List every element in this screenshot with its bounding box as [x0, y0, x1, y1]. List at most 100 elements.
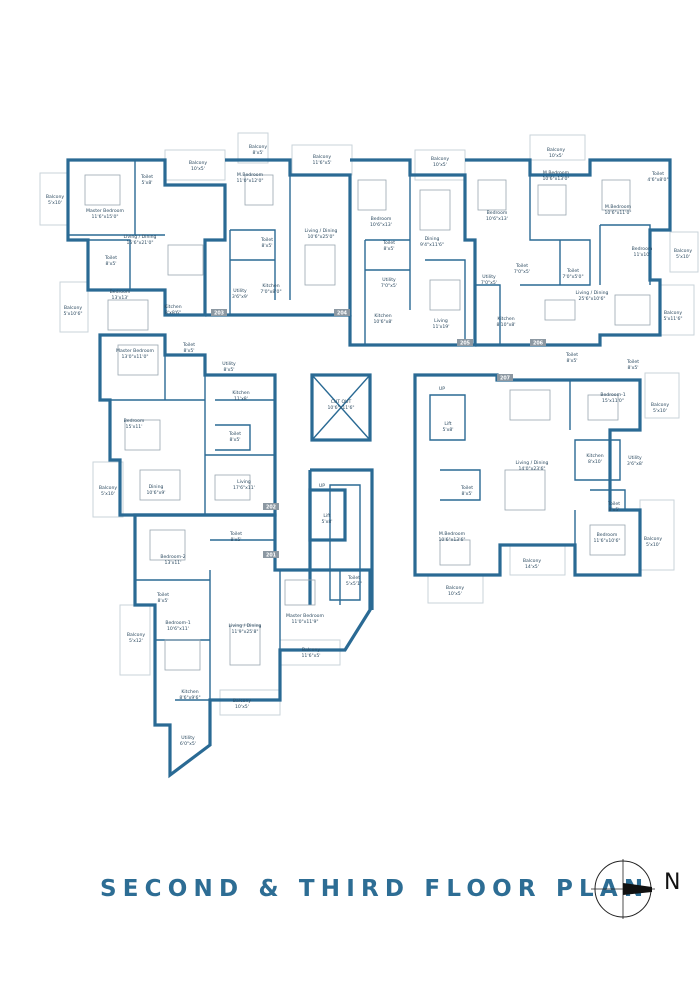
room-name: Toilet [260, 237, 273, 243]
room-dimension: 8'x5' [383, 246, 394, 252]
room-name: Kitchen [262, 283, 279, 289]
room-name: Master Bedroom [286, 613, 324, 619]
room-dimension: 10'x5' [235, 704, 249, 710]
room-dimension: 11'6"x5' [312, 160, 331, 166]
room-name: CUT OUT [331, 399, 352, 405]
room-name: Toilet [104, 255, 117, 261]
room-dimension: 15'x11'0" [602, 398, 624, 404]
room-dimension: 6'0"x5' [180, 741, 196, 747]
room-name: Balcony [523, 558, 541, 564]
room-dimension: 11'6"x5' [301, 653, 320, 659]
room-name: Living / Dining [576, 290, 609, 296]
room-name: Utility [482, 274, 496, 280]
room-name: M.Bedroom [605, 204, 632, 210]
room-dimension: 10'6"x11'6" [327, 405, 354, 411]
room-name: Toilet [182, 342, 195, 348]
room-name: Balcony [651, 402, 669, 408]
room-dimension: 10'6"x9' [146, 490, 165, 496]
room-dimension: 8'x5' [461, 491, 472, 497]
room-name: Kitchen [497, 316, 514, 322]
room-dimension: 7'0"x5' [481, 280, 497, 286]
room-name: Living / Dining [124, 234, 157, 240]
room-dimension: 5'x12' [129, 638, 143, 644]
room-name: Utility [222, 361, 236, 367]
room-dimension: 8'x5' [223, 367, 234, 373]
room-dimension: 8'x5' [230, 537, 241, 543]
room-name: M.Bedroom [543, 170, 570, 176]
room-dimension: 11'6"x10'6" [593, 538, 620, 544]
room-name: Kitchen [164, 304, 181, 310]
room-name: Bedroom [110, 289, 131, 295]
room-name: Living / Dining [305, 228, 338, 234]
room-name: Bedroom [124, 418, 145, 424]
room-dimension: 5'x8' [442, 427, 453, 433]
room-dimension: 5'x10'6" [63, 311, 82, 317]
room-dimension: 13'x11' [165, 560, 182, 566]
room-dimension: 8'x5' [157, 598, 168, 604]
unit-tag: 204 [334, 309, 350, 317]
room-name: Balcony [302, 647, 320, 653]
room-name: Balcony [189, 160, 207, 166]
floor-plan: 203 204 205 206 207 202 201 UP UP Balcon… [39, 132, 699, 779]
room-dimension: 10'x5' [448, 591, 462, 597]
room-dimension: 15'6"x21'0" [126, 240, 153, 246]
room-name: Toilet [626, 359, 639, 365]
room-dimension: 5'x10' [101, 491, 115, 497]
room-dimension: 10'6"x25'0" [307, 234, 334, 240]
room-dimension: 11'x10' [634, 252, 651, 258]
room-name: Bedroom [487, 210, 508, 216]
room-name: Kitchen [181, 689, 198, 695]
room-name: Bedroom-1 [600, 392, 625, 398]
room-name: Toilet [229, 531, 242, 537]
room-name: Living [237, 479, 251, 485]
room-name: Balcony [674, 248, 692, 254]
room-dimension: 8'x5' [105, 261, 116, 267]
svg-text:202: 202 [266, 505, 276, 511]
room-name: Balcony [431, 156, 449, 162]
room-dimension: 8'x5' [261, 243, 272, 249]
room-name: Toilet [607, 501, 620, 507]
room-label: Bedroom-115'x11'0" [600, 392, 625, 404]
room-dimension: 11'6"x15'0" [91, 214, 118, 220]
room-name: Bedroom-1 [165, 620, 190, 626]
room-name: Dining [425, 236, 440, 242]
room-name: Kitchen [232, 390, 249, 396]
room-dimension: 5'x5'1" [346, 581, 362, 587]
room-dimension: 14'0"x23'6" [518, 466, 545, 472]
room-name: Toilet [565, 352, 578, 358]
room-name: Balcony [446, 585, 464, 591]
room-name: Lift [444, 421, 451, 427]
room-dimension: 8'x5' [252, 150, 263, 156]
room-dimension: 7'0"x8'0" [260, 289, 281, 295]
room-dimension: 10'6"x11'0" [604, 210, 631, 216]
room-name: Toilet [651, 171, 664, 177]
room-dimension: 8'x5' [183, 348, 194, 354]
unit-tag: 206 [530, 339, 546, 347]
room-name: Balcony [664, 310, 682, 316]
room-dimension: 8'x5' [566, 358, 577, 364]
room-dimension: 11'9"x25'8" [231, 629, 258, 635]
room-name: Living / Dining [229, 623, 262, 629]
room-name: Toilet [156, 592, 169, 598]
